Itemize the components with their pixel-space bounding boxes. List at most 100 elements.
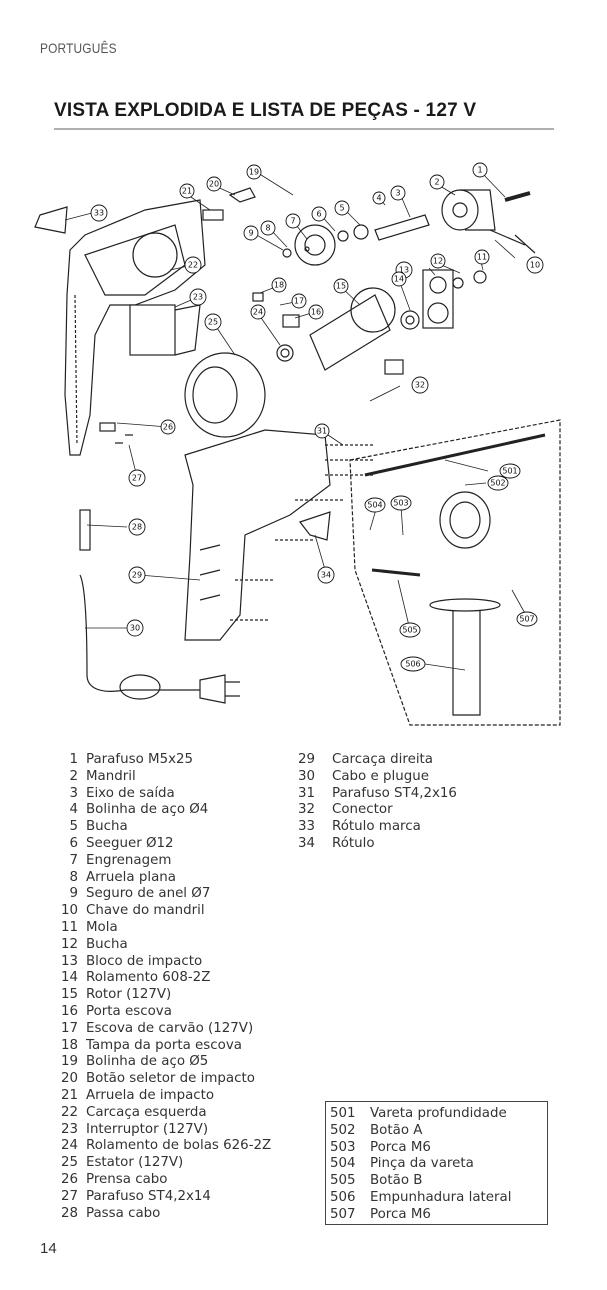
callout-15: [333, 278, 349, 294]
callout-label: 27: [132, 474, 142, 483]
callout-label: 19: [249, 168, 259, 177]
callout-label: 10: [530, 261, 540, 270]
callout-label: 17: [294, 297, 304, 306]
callout-26: [160, 419, 176, 435]
part-number: 26: [60, 1171, 78, 1187]
callout-4: [372, 191, 386, 205]
part-name: Seguro de anel Ø7: [86, 886, 211, 902]
side-handle: [452, 610, 481, 716]
callout-33: [90, 204, 108, 222]
callout-31: [314, 423, 330, 439]
part-name: Tampa da porta escova: [86, 1037, 242, 1053]
part-name: Engrenagem: [86, 852, 172, 868]
callout-6: [311, 206, 327, 222]
callout-label: 3: [395, 189, 400, 198]
part-name: Bolinha de aço Ø5: [86, 1054, 209, 1070]
callout-27: [128, 469, 146, 487]
part-name: Mandril: [86, 768, 136, 784]
callout-34: [317, 566, 335, 584]
part-number: 503: [330, 1139, 356, 1155]
callout-label: 4: [376, 194, 381, 203]
part-number: 15: [60, 987, 78, 1003]
callout-20: [206, 176, 222, 192]
part-number: 23: [60, 1121, 78, 1137]
callout-11: [474, 249, 490, 265]
part-number: 21: [60, 1087, 78, 1103]
part-number: 33: [298, 819, 316, 835]
callout-label: 505: [402, 626, 417, 635]
part-number: 14: [60, 970, 78, 986]
rotor-part: [309, 294, 391, 371]
depth-rod: [364, 433, 546, 477]
callout-507: [516, 611, 538, 627]
callout-label: 13: [399, 266, 409, 275]
part-number: 29: [298, 752, 316, 767]
callout-label: 11: [477, 253, 487, 262]
part-number: 30: [298, 768, 316, 784]
callout-label: 504: [367, 501, 382, 510]
part-number: 7: [69, 852, 78, 868]
part-number: 8: [69, 869, 78, 885]
part-row: 9 Seguro de anel Ø7: [52, 886, 271, 903]
callout-label: 5: [339, 204, 344, 213]
part-name: Rotor (127V): [86, 987, 172, 1003]
part-number: 502: [330, 1122, 356, 1138]
callout-2: [429, 174, 445, 190]
callout-label: 6: [316, 210, 321, 219]
callout-label: 503: [393, 499, 408, 508]
page-number: 14: [40, 1240, 57, 1257]
part-number: 12: [60, 936, 78, 952]
part-row: 29 Carcaça direita: [298, 752, 457, 769]
callout-label: 12: [433, 257, 443, 266]
callout-22: [184, 256, 202, 274]
callout-501: [499, 463, 521, 479]
part-number: 501: [330, 1106, 356, 1121]
switch-part: [129, 304, 176, 356]
part-number: 24: [60, 1138, 78, 1154]
brand-label-part: [34, 206, 68, 234]
part-number: 9: [69, 886, 78, 902]
part-number: 6: [69, 835, 78, 851]
part-name: Chave do mandril: [86, 903, 205, 919]
part-number: 10: [60, 903, 78, 919]
callout-505: [399, 622, 421, 638]
callout-504: [364, 497, 386, 513]
part-number: 506: [330, 1189, 356, 1205]
callout-3: [390, 185, 406, 201]
part-number: 28: [60, 1205, 78, 1221]
part-name: Carcaça direita: [332, 752, 434, 767]
callout-506: [400, 656, 426, 672]
callout-label: 18: [274, 281, 284, 290]
callout-23: [189, 288, 207, 306]
part-row: 10 Chave do mandril: [52, 903, 271, 920]
part-number: 507: [330, 1206, 356, 1222]
part-number: 16: [60, 1003, 78, 1019]
accessories-frame: [349, 419, 561, 726]
callout-14: [391, 271, 407, 287]
callout-21: [179, 183, 195, 199]
part-number: 505: [330, 1173, 356, 1189]
page-title: VISTA EXPLODIDA E LISTA DE PEÇAS - 127 V: [54, 100, 477, 121]
